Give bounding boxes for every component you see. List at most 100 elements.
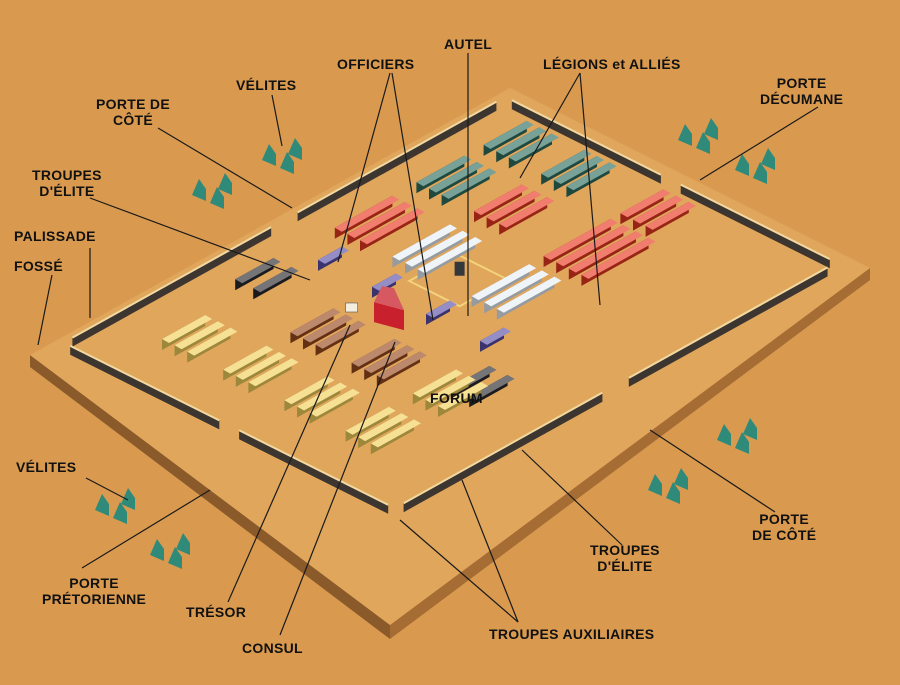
tent-roof (412, 369, 463, 398)
leader-line (271, 94, 283, 147)
velites-tents (192, 173, 232, 209)
leader-line (461, 479, 519, 623)
legion-tent-block (499, 197, 555, 235)
velite-tent (717, 424, 731, 446)
velites-tents (95, 488, 135, 524)
velite-tent (648, 474, 662, 496)
tent-roof (370, 419, 421, 448)
velite-tent (761, 148, 775, 170)
tent-roof (248, 358, 299, 387)
tent-roof (405, 230, 470, 267)
tent-roof (416, 155, 472, 187)
legion-tent-block (541, 149, 592, 185)
officer-tent (372, 273, 403, 298)
tent-roof (345, 406, 396, 435)
auxiliary-tent-block (303, 314, 354, 350)
fosse-ditch (30, 355, 390, 639)
velite-tent (696, 132, 710, 154)
palissade-wall (628, 267, 828, 387)
label-autel: AUTEL (444, 36, 493, 52)
palissade-top (238, 429, 389, 506)
legion-tent-block (508, 133, 559, 169)
legion-tent-block (474, 184, 529, 223)
auxiliary-tent-block (290, 308, 341, 344)
velite-tent (121, 488, 135, 510)
tent-roof (347, 201, 412, 238)
label-porte-de-cote-left: PORTE DE CÔTÉ (96, 96, 170, 128)
palissade-wall (239, 430, 389, 514)
label-line-2: PRÉTORIENNE (42, 591, 147, 607)
tent-roof (315, 320, 366, 349)
palissade-top (511, 99, 662, 176)
label-troupes-elite-left: TROUPES D'ÉLITE (32, 167, 102, 199)
label-fosse: FOSSÉ (14, 258, 63, 274)
auxiliary-tent-block (351, 338, 402, 374)
leader-line (391, 72, 434, 321)
tent-roof (499, 197, 555, 228)
auxiliary-tent-block (358, 413, 409, 449)
tent-roof (297, 382, 348, 411)
auxiliary-tent-block (284, 376, 335, 412)
velite-tent (95, 494, 109, 516)
leader-line (37, 274, 53, 346)
legion-tent-block (483, 120, 534, 156)
legion-tent-block (471, 264, 537, 308)
leader-line (649, 429, 776, 513)
consul-tent-wall (374, 302, 404, 331)
velite-tent (176, 533, 190, 555)
legion-tent-block (360, 208, 425, 252)
tent-roof (469, 374, 515, 401)
label-line-2: CÔTÉ (112, 112, 154, 128)
label-forum: FORUM (430, 390, 483, 406)
palissade-wall (680, 184, 830, 269)
tent-roof (581, 237, 656, 279)
legion-tent-block (486, 190, 542, 229)
tent-roof (553, 156, 604, 184)
tent-roof (620, 189, 671, 218)
palissade-top (403, 391, 603, 505)
elite-tent-block (253, 266, 299, 300)
velite-tent (113, 502, 127, 524)
legion-tent-block (645, 201, 696, 237)
tent-roof (633, 195, 684, 224)
legion-tent-block (429, 161, 484, 200)
leader-line (279, 341, 396, 636)
velite-tent (288, 138, 302, 160)
tent-roof (372, 273, 403, 291)
label-line-1: PORTE (759, 511, 810, 527)
tent-roof (645, 201, 696, 230)
tent-roof (496, 276, 562, 313)
palissade-wall (403, 392, 603, 513)
velites-tents (735, 148, 775, 184)
label-legions-allies: LÉGIONS et ALLIÉS (543, 56, 681, 72)
palissade-top (628, 266, 829, 379)
auxiliary-tent-block (412, 369, 463, 405)
tent-roof (496, 127, 547, 156)
palissade-wall (72, 227, 272, 347)
velites-tents (150, 533, 190, 569)
tent-roof (471, 264, 537, 301)
label-line-1: PORTE DE (96, 96, 170, 112)
tent-roof (474, 184, 529, 216)
auxiliary-tent-block (187, 327, 238, 363)
label-line-2: D'ÉLITE (597, 558, 653, 574)
leader-line (227, 324, 351, 603)
auxiliary-tent-block (425, 375, 476, 411)
label-porte-pretorienne: PORTE PRÉTORIENNE (42, 575, 146, 607)
tent-roof (508, 133, 559, 162)
tent-roof (174, 321, 225, 350)
label-line-2: DÉCUMANE (760, 91, 844, 107)
velite-tent (168, 547, 182, 569)
label-velites-top: VÉLITES (236, 77, 297, 93)
tent-roof (360, 208, 425, 245)
legion-tent-block (441, 168, 497, 206)
tent-roof (334, 195, 400, 232)
legion-tent-block (496, 127, 547, 163)
velite-tent (280, 152, 294, 174)
label-consul: CONSUL (242, 640, 303, 656)
leader-line (81, 489, 211, 569)
tent-roof (309, 388, 360, 417)
tresor-box (345, 302, 358, 313)
velites-tents (717, 418, 757, 454)
